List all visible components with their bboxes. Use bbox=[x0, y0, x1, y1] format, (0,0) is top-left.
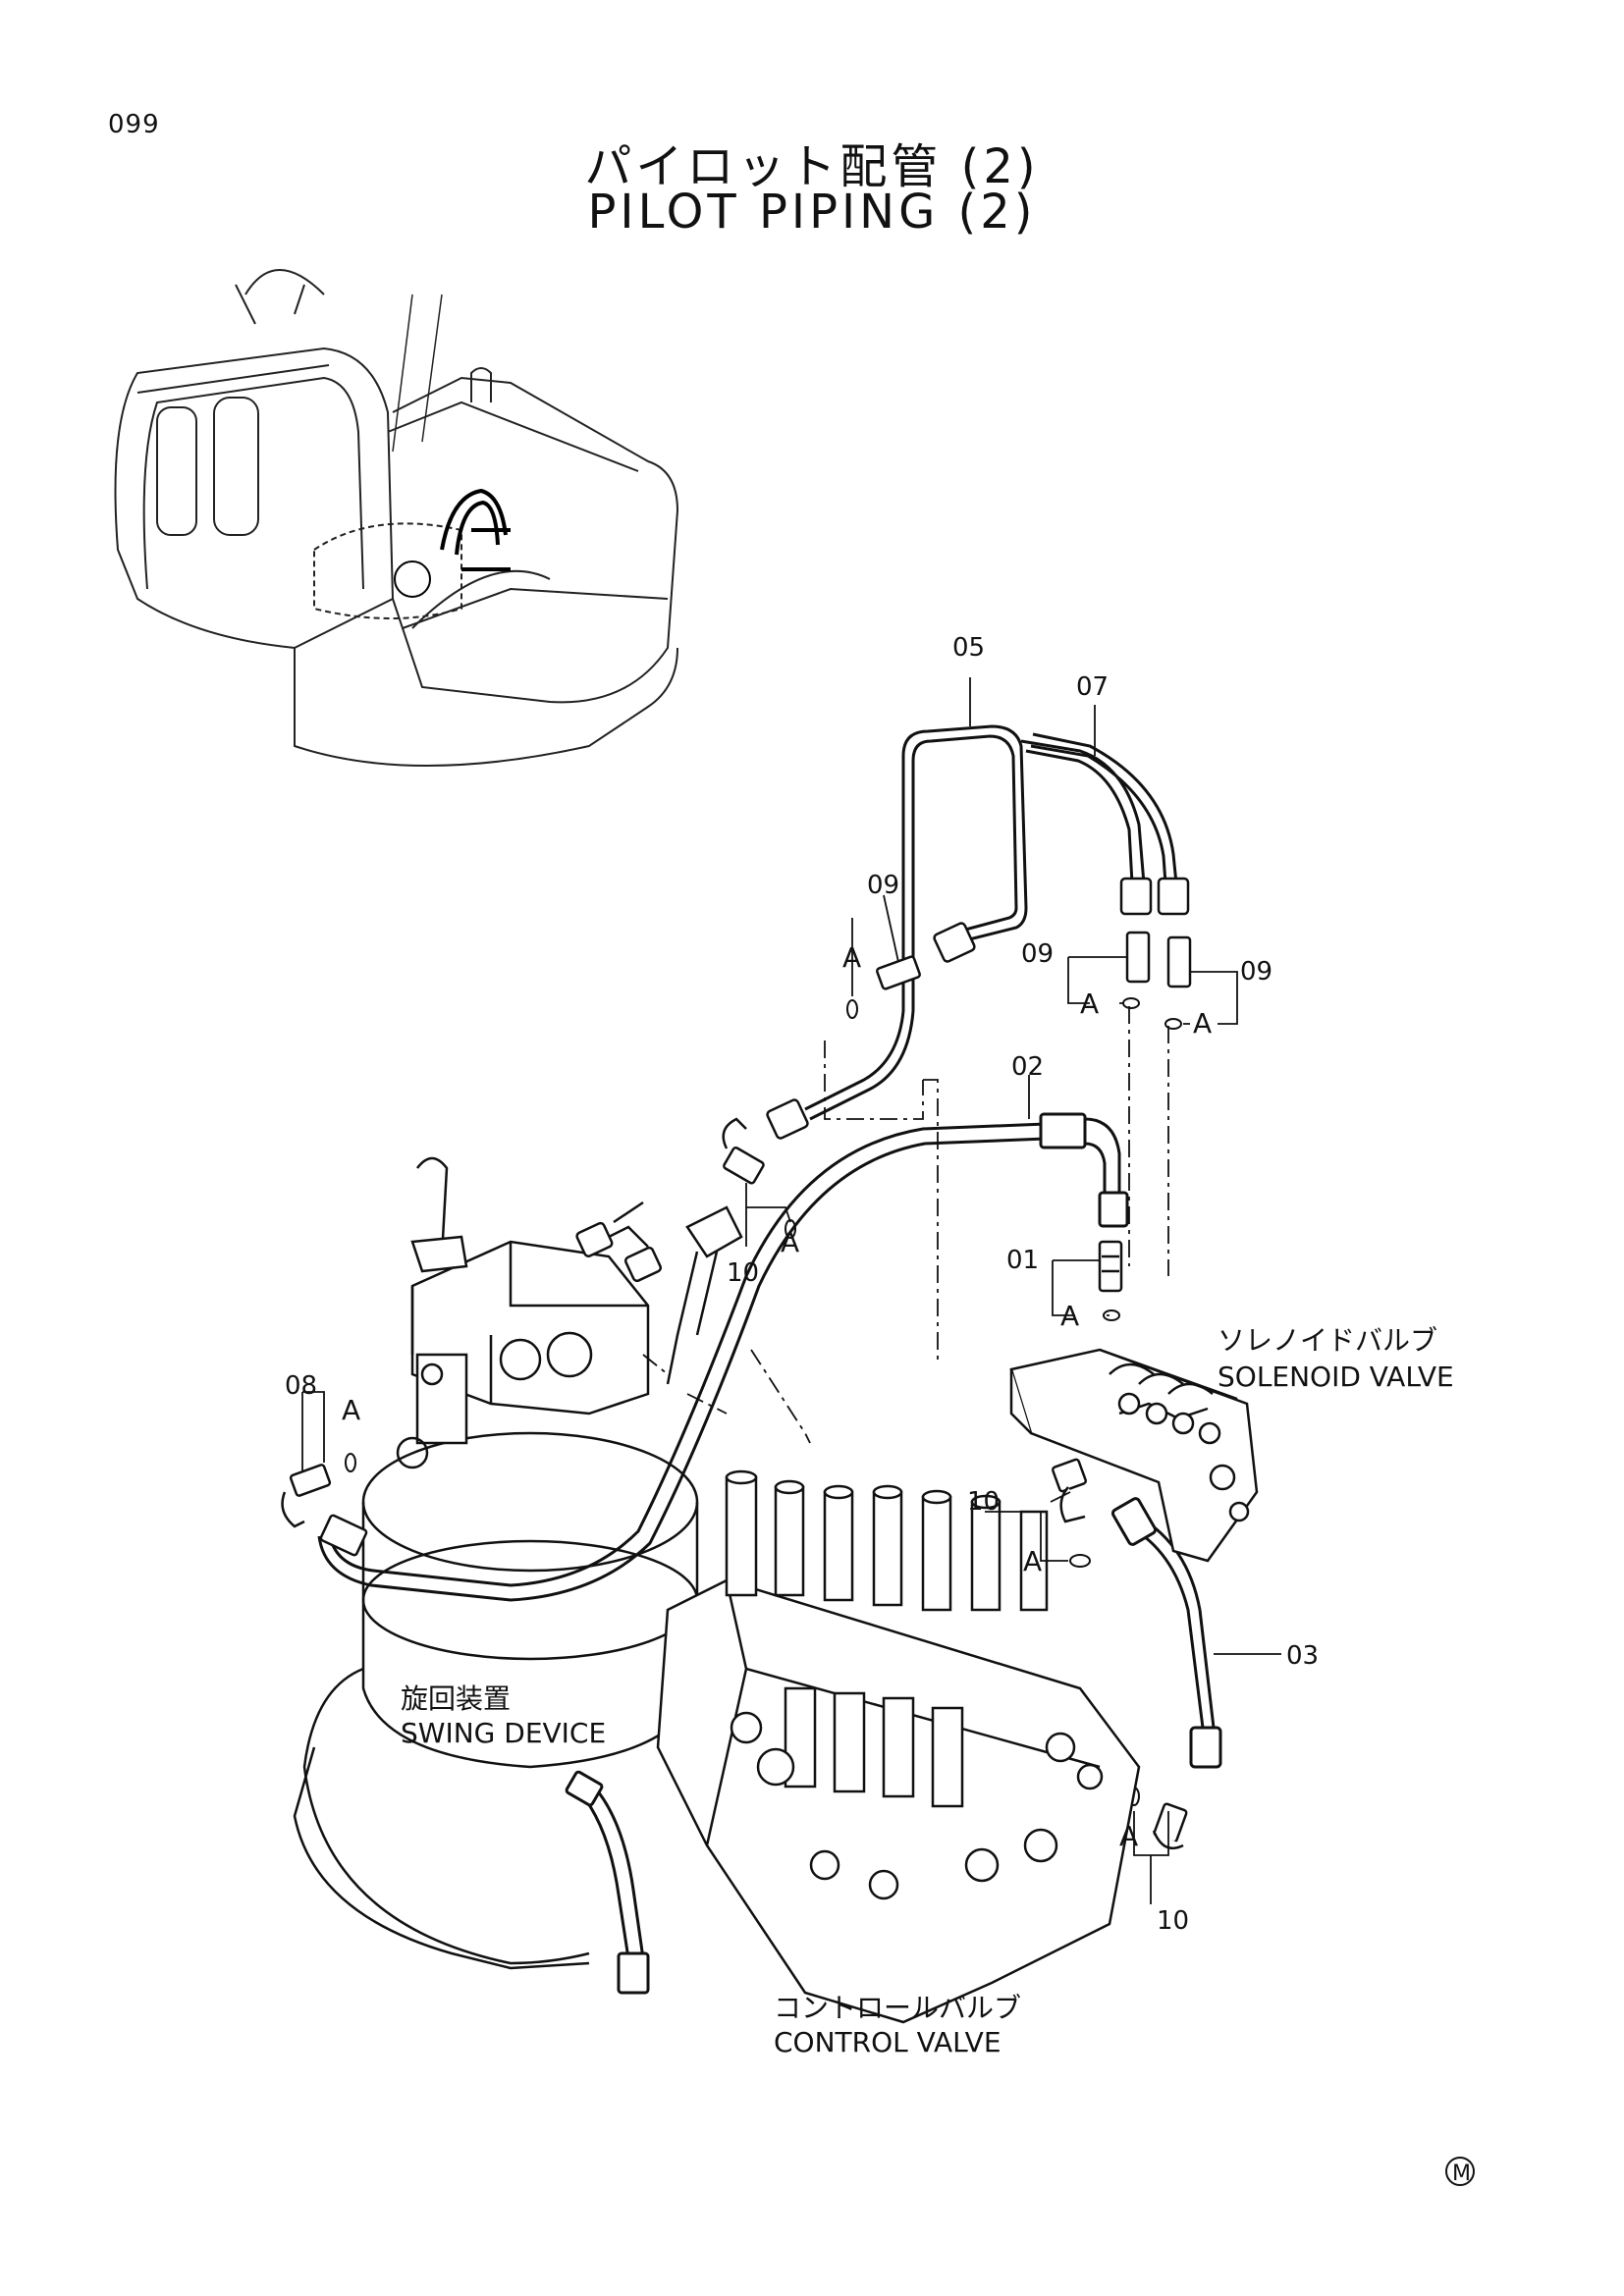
callout-09-middle: 09 bbox=[1021, 939, 1054, 969]
highlighted-piping-location bbox=[394, 488, 511, 598]
detail-mark-a: A bbox=[1080, 988, 1099, 1020]
callout-09-right: 09 bbox=[1240, 957, 1272, 987]
pipe-03 bbox=[1110, 1497, 1222, 1769]
detail-mark-a: A bbox=[842, 941, 861, 974]
page-number: 099 bbox=[108, 110, 160, 139]
detail-mark-a: A bbox=[1060, 1300, 1079, 1332]
callout-05: 05 bbox=[952, 633, 985, 663]
callout-09-left: 09 bbox=[867, 871, 899, 900]
detail-mark-a: A bbox=[1023, 1545, 1042, 1577]
callout-numbers: 05 07 09 09 09 02 01 10 08 10 03 10 bbox=[285, 633, 1319, 1936]
swing-device-label-en: SWING DEVICE bbox=[401, 1717, 606, 1749]
elbow-10-fittings bbox=[722, 1117, 765, 1185]
pipe-07 bbox=[1020, 732, 1178, 884]
excavator-overview bbox=[114, 269, 679, 767]
control-valve-body bbox=[656, 1458, 1188, 2024]
component-labels: ソレノイドバルブ SOLENOID VALVE 旋回装置 SWING DEVIC… bbox=[401, 1324, 1454, 2058]
leader-lines bbox=[301, 677, 1281, 1904]
detail-a-marks: A A A A A A A A bbox=[342, 941, 1212, 1852]
manufacturer-mark: M bbox=[1445, 2157, 1475, 2186]
detail-mark-a: A bbox=[1119, 1820, 1138, 1852]
fitting-08 bbox=[281, 1464, 368, 1557]
callout-10-bottom: 10 bbox=[1157, 1906, 1189, 1936]
pipe-05 bbox=[804, 724, 1028, 1121]
solenoid-valve-body bbox=[1009, 1348, 1259, 1563]
pipe-nuts bbox=[766, 877, 1190, 1140]
callout-07: 07 bbox=[1076, 672, 1109, 702]
adapter-01 bbox=[1098, 1240, 1123, 1293]
callout-02: 02 bbox=[1011, 1052, 1044, 1082]
detail-mark-a: A bbox=[1193, 1007, 1212, 1040]
page-title-japanese: パイロット配管 (2) bbox=[584, 139, 1040, 194]
callout-08: 08 bbox=[285, 1371, 317, 1401]
control-valve-label-jp: コントロールバルブ bbox=[774, 1992, 1021, 2024]
callout-10-middle: 10 bbox=[967, 1487, 1000, 1517]
swing-device-label-jp: 旋回装置 bbox=[401, 1682, 511, 1715]
control-valve-label-en: CONTROL VALVE bbox=[774, 2026, 1001, 2058]
page-title-english: PILOT PIPING (2) bbox=[587, 185, 1037, 240]
callout-01: 01 bbox=[1006, 1246, 1039, 1275]
manufacturer-mark-letter: M bbox=[1452, 2162, 1471, 2186]
hose-02 bbox=[317, 1112, 1129, 1602]
detail-mark-a: A bbox=[342, 1394, 360, 1426]
detail-mark-a: A bbox=[781, 1226, 799, 1258]
solenoid-valve-label-en: SOLENOID VALVE bbox=[1218, 1361, 1454, 1393]
callout-03: 03 bbox=[1286, 1641, 1319, 1671]
solenoid-valve-label-jp: ソレノイドバルブ bbox=[1218, 1324, 1437, 1357]
drain-hose bbox=[565, 1770, 650, 1995]
callout-10-top: 10 bbox=[727, 1258, 759, 1288]
swing-device-body bbox=[293, 1156, 743, 1970]
